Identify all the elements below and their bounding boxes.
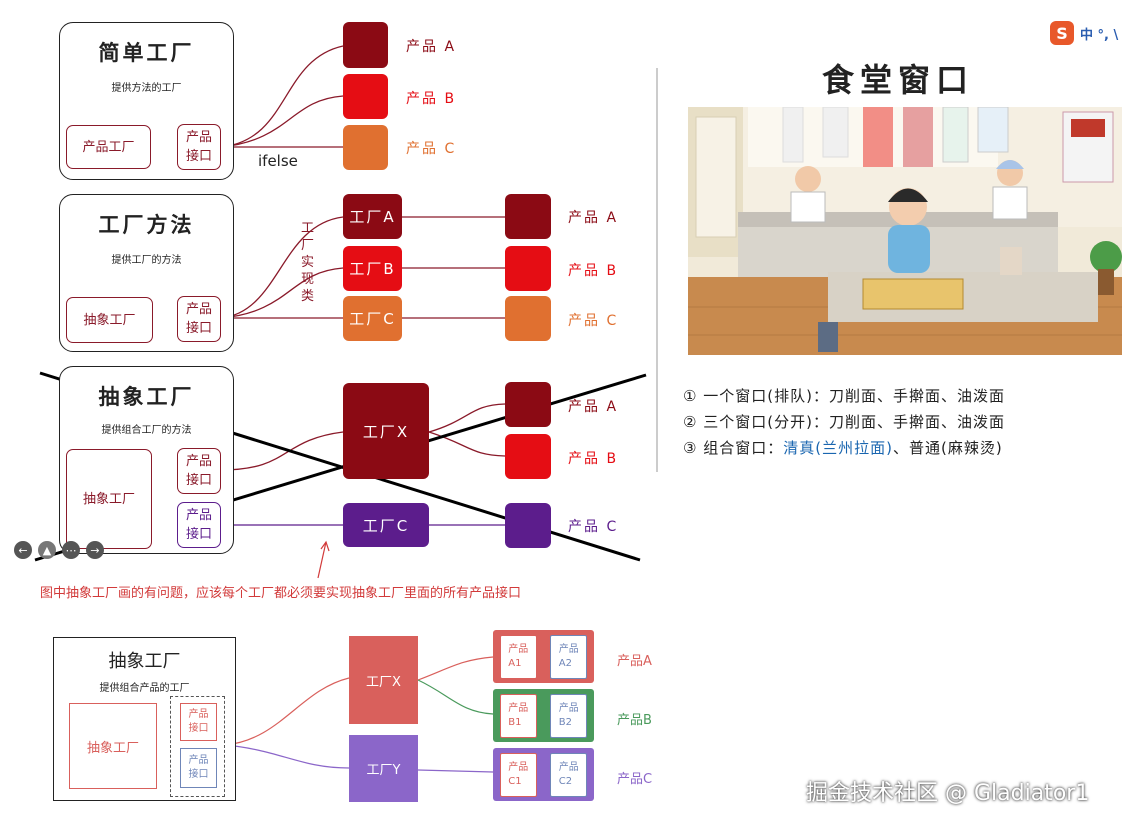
pair-c-label: 产品C bbox=[617, 772, 653, 787]
correction-note: 图中抽象工厂画的有问题，应该每个工厂都必须要实现抽象工厂里面的所有产品接口 bbox=[40, 586, 522, 601]
abstract-fixed-iface1-box: 产品 接口 bbox=[180, 703, 217, 741]
simple-product-c-label: 产品 C bbox=[406, 141, 457, 157]
product-pair-b: 产品 B1 产品 B2 bbox=[493, 689, 594, 742]
canteen-item-3-num: ③ bbox=[683, 439, 698, 457]
prev-arrow-icon[interactable]: ← bbox=[14, 541, 32, 559]
abstract-wrong-product-a-label: 产品 A bbox=[568, 399, 619, 415]
product-a2: 产品 A2 bbox=[550, 634, 588, 679]
product-factory-box: 产品工厂 bbox=[66, 125, 151, 169]
canteen-item-3-blue: 清真(兰州拉面) bbox=[783, 439, 893, 457]
abstract-wrong-factory-x: 工厂X bbox=[343, 383, 429, 479]
abstract-wrong-factory-c: 工厂C bbox=[343, 503, 429, 547]
canteen-item-1-num: ① bbox=[683, 387, 698, 405]
abstract-wrong-product-a-square bbox=[505, 382, 551, 427]
factory-y-box: 工厂Y bbox=[349, 735, 418, 802]
factory-method-subtitle: 提供工厂的方法 bbox=[111, 255, 182, 266]
factory-a-box: 工厂A bbox=[343, 194, 402, 239]
abstract-fixed-iface2-box: 产品 接口 bbox=[180, 748, 217, 788]
factory-method-title: 工厂方法 bbox=[98, 213, 195, 237]
product-c1: 产品 C1 bbox=[499, 752, 537, 797]
canteen-illustration bbox=[688, 107, 1122, 355]
method-product-a-square bbox=[505, 194, 551, 239]
method-product-b-square bbox=[505, 246, 551, 291]
pair-b-label: 产品B bbox=[617, 713, 652, 728]
menu-icon[interactable]: ⋯ bbox=[62, 541, 80, 559]
canteen-item-1-text: 一个窗口(排队)：刀削面、手擀面、油泼面 bbox=[703, 387, 1005, 405]
product-b1: 产品 B1 bbox=[499, 693, 537, 738]
abstract-fixed-subtitle: 提供组合产品的工厂 bbox=[99, 683, 190, 694]
product-pair-a: 产品 A1 产品 A2 bbox=[493, 630, 594, 683]
canteen-item-2-text: 三个窗口(分开)：刀削面、手擀面、油泼面 bbox=[703, 413, 1005, 431]
abstract-wrong-iface2-box: 产品 接口 bbox=[177, 502, 221, 548]
product-c-square bbox=[343, 125, 388, 170]
product-b-square bbox=[343, 74, 388, 119]
product-a1: 产品 A1 bbox=[499, 634, 537, 679]
pair-a-label: 产品A bbox=[617, 654, 652, 669]
abstract-wrong-product-b-label: 产品 B bbox=[568, 451, 619, 467]
watermark: 掘金技术社区 @ Gladiator1 bbox=[806, 781, 1090, 806]
simple-product-b-label: 产品 B bbox=[406, 91, 457, 107]
pen-icon[interactable]: ▲ bbox=[38, 541, 56, 559]
simple-factory-title: 简单工厂 bbox=[98, 41, 195, 65]
canteen-title: 食堂窗口 bbox=[822, 61, 975, 99]
simple-factory-subtitle: 提供方法的工厂 bbox=[111, 83, 182, 94]
canteen-item-3-rest: 、普通(麻辣烫) bbox=[892, 439, 1003, 457]
viewer-controls: ← ▲ ⋯ → bbox=[14, 541, 104, 559]
interface-group-dashed bbox=[170, 696, 225, 797]
method-product-c-label: 产品 C bbox=[568, 313, 619, 329]
abstract-wrong-product-c-square bbox=[505, 503, 551, 548]
abstract-fixed-panel: 抽象工厂 提供组合产品的工厂 bbox=[53, 637, 236, 801]
method-product-interface-box: 产品 接口 bbox=[177, 296, 221, 342]
ime-indicator[interactable]: S 中 °, \ bbox=[1050, 20, 1134, 46]
method-product-b-label: 产品 B bbox=[568, 263, 619, 279]
simple-product-a-label: 产品 A bbox=[406, 39, 457, 55]
abstract-wrong-factory-box: 抽象工厂 bbox=[66, 449, 152, 549]
abstract-factory-box: 抽象工厂 bbox=[66, 297, 153, 343]
canteen-item-2: ② 三个窗口(分开)：刀削面、手擀面、油泼面 bbox=[683, 411, 1123, 432]
factory-impl-side-label: 工厂实现类 bbox=[301, 221, 315, 304]
ime-mode-text: 中 °, \ bbox=[1080, 27, 1119, 43]
product-pair-c: 产品 C1 产品 C2 bbox=[493, 748, 594, 801]
method-product-a-label: 产品 A bbox=[568, 210, 619, 226]
abstract-wrong-title: 抽象工厂 bbox=[98, 385, 195, 409]
product-c2: 产品 C2 bbox=[550, 752, 588, 797]
next-arrow-icon[interactable]: → bbox=[86, 541, 104, 559]
product-a-square bbox=[343, 22, 388, 68]
sogou-logo-icon: S bbox=[1050, 21, 1074, 45]
factory-c-box: 工厂C bbox=[343, 296, 402, 341]
product-interface-box: 产品 接口 bbox=[177, 124, 221, 170]
product-b2: 产品 B2 bbox=[550, 693, 588, 738]
canteen-item-3-text: 组合窗口： bbox=[703, 439, 784, 457]
canteen-item-3: ③ 组合窗口：清真(兰州拉面)、普通(麻辣烫) bbox=[683, 437, 1123, 458]
factory-b-box: 工厂B bbox=[343, 246, 402, 291]
factory-x-box: 工厂X bbox=[349, 636, 418, 724]
canteen-item-1: ① 一个窗口(排队)：刀削面、手擀面、油泼面 bbox=[683, 385, 1123, 406]
abstract-wrong-subtitle: 提供组合工厂的方法 bbox=[101, 425, 192, 436]
abstract-wrong-iface1-box: 产品 接口 bbox=[177, 448, 221, 494]
canteen-item-2-num: ② bbox=[683, 413, 698, 431]
canteen-list: ① 一个窗口(排队)：刀削面、手擀面、油泼面 ② 三个窗口(分开)：刀削面、手擀… bbox=[683, 385, 1123, 458]
abstract-fixed-title: 抽象工厂 bbox=[108, 651, 181, 672]
abstract-wrong-product-b-square bbox=[505, 434, 551, 479]
method-product-c-square bbox=[505, 296, 551, 341]
abstract-fixed-factory-box: 抽象工厂 bbox=[69, 703, 157, 789]
ifelse-label: ifelse bbox=[258, 152, 298, 170]
abstract-wrong-product-c-label: 产品 C bbox=[568, 519, 619, 535]
